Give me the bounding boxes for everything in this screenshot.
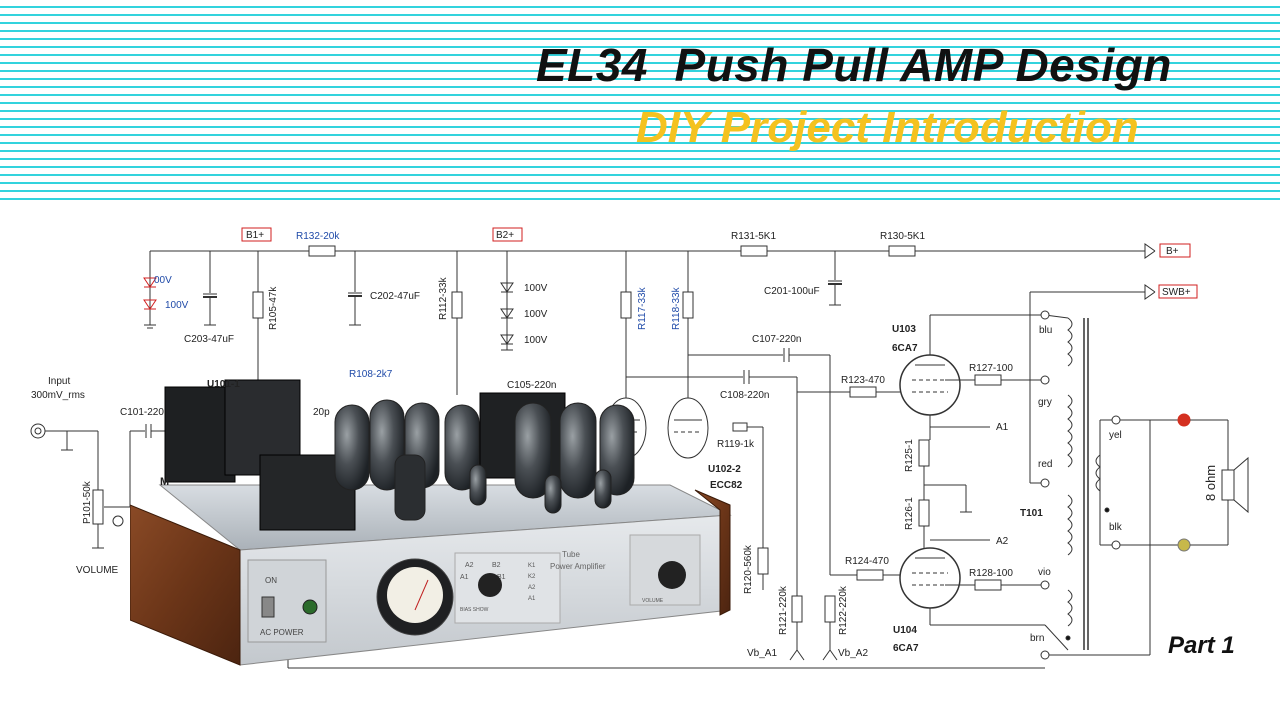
zener-b2-label: 100V: [524, 309, 548, 320]
volume-label: VOLUME: [76, 565, 119, 576]
r126-label: R126-1: [904, 497, 915, 530]
vba2-label: Vb_A2: [838, 648, 868, 659]
rail-label-boxes: [241, 227, 1198, 299]
b1-label: B1+: [246, 230, 264, 241]
p101-label: P101-50k: [82, 480, 93, 524]
c202-label: C202-47uF: [370, 291, 420, 302]
amp-power-amplifier-label: Power Amplifier: [550, 562, 606, 571]
amp-b1-label: B1: [497, 574, 506, 581]
u1022-label: U102-2: [708, 464, 741, 475]
c105-label: C105-220n: [507, 380, 556, 391]
c203-label: C203-47uF: [184, 334, 234, 345]
part-label: Part 1: [1168, 632, 1235, 659]
page-title: EL34 Push Pull AMP Design: [536, 39, 1172, 91]
r130-label: R130-5K1: [880, 231, 925, 242]
tap-vio-label: vio: [1038, 567, 1051, 578]
amp-b2-label: B2: [492, 562, 501, 569]
input-stage: [30, 423, 165, 549]
u103-label: U103: [892, 324, 916, 335]
b1-filter: [143, 251, 362, 390]
r105-label: R105-47k: [268, 286, 279, 330]
zener-b3-label: 100V: [524, 335, 548, 346]
r120-label: R120-560k: [743, 544, 754, 594]
striped-header-background: [0, 0, 1280, 205]
c107-label: C107-220n: [752, 334, 801, 345]
bplus-label: B+: [1166, 246, 1179, 257]
amp-bias-label: BIAS SHOW: [460, 607, 489, 613]
tap-yel-label: yel: [1109, 430, 1122, 441]
r108-label: R108-2k7: [349, 369, 393, 380]
c201-label: C201-100uF: [764, 286, 820, 297]
page-subtitle: DIY Project Introduction: [636, 103, 1139, 152]
input-label: Input: [48, 376, 70, 387]
r127-label: R127-100: [969, 363, 1013, 374]
amp-k2-label: K2: [528, 574, 536, 580]
r117-label: R117-33k: [637, 286, 648, 330]
a2-label: A2: [996, 536, 1009, 547]
tap-gry-label: gry: [1038, 397, 1052, 408]
input-level-label: 300mV_rms: [31, 390, 85, 401]
zener2-label: 100V: [165, 300, 189, 311]
tap-blk-label: blk: [1109, 522, 1123, 533]
supply-rail: [150, 243, 1156, 300]
vba1-label: Vb_A1: [747, 648, 777, 659]
amp-a2-label: A2: [465, 562, 474, 569]
coupling-caps: [626, 348, 912, 661]
amp-tube-label: Tube: [562, 550, 580, 559]
u103-type-label: 6CA7: [892, 343, 918, 354]
r112-label: R112-33k: [438, 276, 449, 320]
output-transformer: [1044, 314, 1180, 651]
zener1-label: 00V: [154, 275, 172, 286]
c101-label: C101-220: [120, 407, 164, 418]
c108-label: C108-220n: [720, 390, 769, 401]
u104-label: U104: [893, 625, 917, 636]
terminals: [1040, 310, 1121, 660]
zener-b1-label: 100V: [524, 283, 548, 294]
amp-k1-label: K1: [528, 563, 536, 569]
amp-k3-label: A2: [528, 585, 536, 591]
r132-label: R132-20k: [296, 231, 340, 242]
r122-label: R122-220k: [838, 585, 849, 635]
t101-label: T101: [1020, 508, 1043, 519]
tap-blu-label: blu: [1039, 325, 1052, 336]
r123-label: R123-470: [841, 375, 885, 386]
tap-red-label: red: [1038, 459, 1052, 470]
r125-label: R125-1: [904, 439, 915, 472]
amp-on-label: ON: [265, 576, 277, 585]
amp-k4-label: A1: [528, 596, 536, 602]
b2-label: B2+: [496, 230, 514, 241]
speaker-impedance-label: 8 ohm: [1203, 465, 1218, 501]
r119-label: R119-1k: [717, 439, 755, 450]
amplifier-photo: ON AC POWER A2 B2 A1 B1 BIAS SHOW K1 K2 …: [130, 379, 732, 666]
swb-label: SWB+: [1162, 287, 1191, 298]
speaker-icon: [1177, 413, 1249, 552]
amp-volume-label: VOLUME: [642, 598, 664, 604]
amp-ac-power-label: AC POWER: [260, 628, 304, 637]
r128-label: R128-100: [969, 568, 1013, 579]
r121-label: R121-220k: [778, 585, 789, 635]
a1-label: A1: [996, 422, 1009, 433]
output-stage: [287, 292, 1151, 669]
u104-type-label: 6CA7: [893, 643, 919, 654]
r131-label: R131-5K1: [731, 231, 776, 242]
r124-label: R124-470: [845, 556, 889, 567]
ecc82-label: ECC82: [710, 480, 743, 491]
r118-label: R118-33k: [671, 286, 682, 330]
b2-filter: [451, 251, 842, 400]
amp-a1-label: A1: [460, 574, 469, 581]
tap-brn-label: brn: [1030, 633, 1044, 644]
